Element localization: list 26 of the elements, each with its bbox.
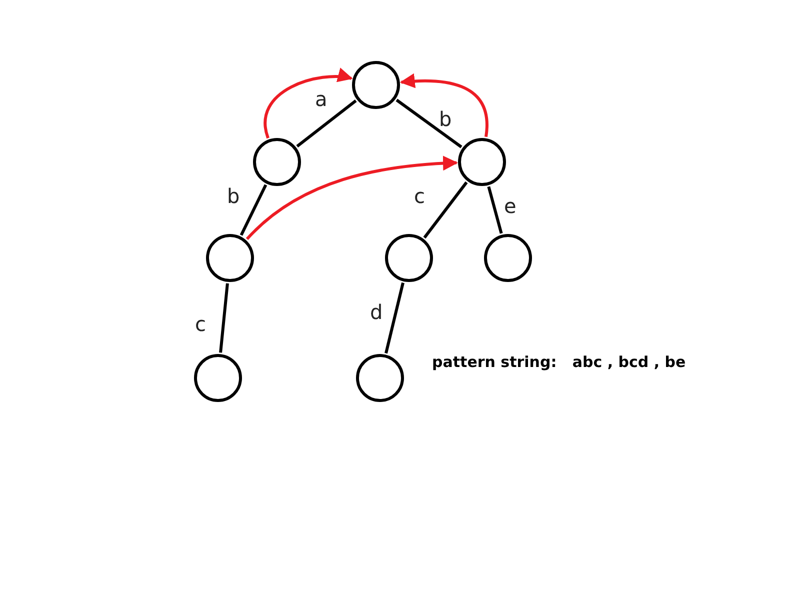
circle-node (253, 138, 301, 186)
circle-node (194, 354, 242, 402)
curved-arrow (400, 74, 488, 137)
circle-node (385, 234, 433, 282)
circle-node (206, 234, 254, 282)
edge-label: c (413, 185, 426, 207)
tree-edge (396, 98, 462, 148)
edge-label: b (226, 185, 241, 207)
curved-arrow (246, 156, 458, 240)
tree-edge (487, 186, 503, 234)
tree-edge (240, 184, 268, 236)
edge-label: a (314, 88, 328, 110)
tree-edge (219, 283, 229, 353)
pattern-note: pattern string: abc , bcd , be (432, 353, 686, 371)
circle-node (356, 354, 404, 402)
edge-label: d (369, 301, 384, 323)
tree-edge (423, 181, 468, 239)
curved-arrow (264, 68, 353, 138)
circle-node (352, 61, 400, 109)
edge-label: c (194, 313, 207, 335)
edge-label: e (503, 195, 518, 217)
tree-edge (296, 99, 357, 148)
edge-label: b (438, 108, 453, 130)
circle-node (458, 138, 506, 186)
circle-node (484, 234, 532, 282)
tree-edge (384, 282, 404, 354)
